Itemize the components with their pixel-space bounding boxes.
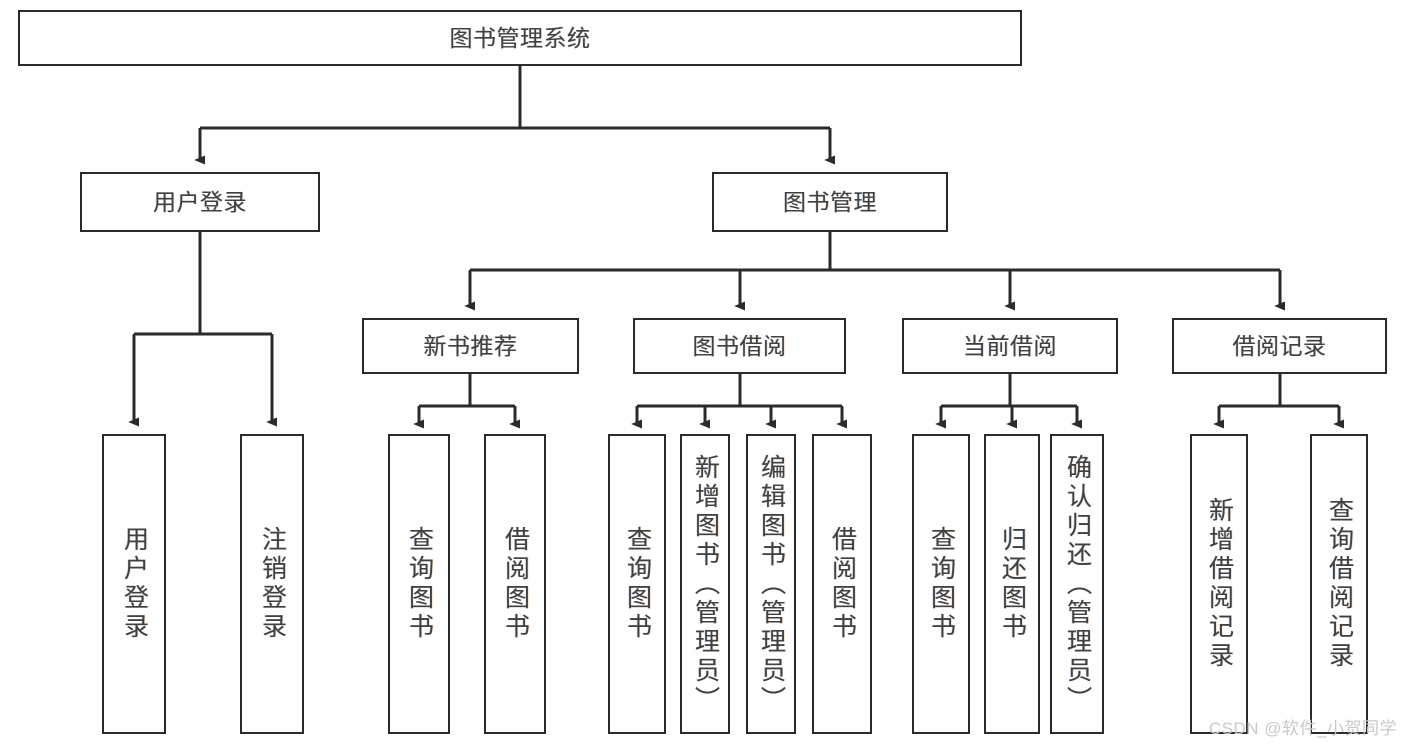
node-edit-book-admin[interactable]: 编辑图书（管理员） [746,434,796,734]
node-query-book-3[interactable]: 查询图书 [912,434,970,734]
node-borrow-book-1-label: 借阅图书 [501,526,530,642]
node-return-book-label: 归还图书 [998,526,1027,642]
node-return-book[interactable]: 归还图书 [984,434,1040,734]
node-query-book-3-label: 查询图书 [927,526,956,642]
node-query-borrow-record-label: 查询借阅记录 [1325,497,1354,671]
node-edit-book-admin-label: 编辑图书（管理员） [757,453,786,715]
node-current-borrow[interactable]: 当前借阅 [902,318,1118,374]
node-book-borrow-label: 图书借阅 [692,332,787,359]
node-logout-leaf[interactable]: 注销登录 [240,434,304,734]
node-confirm-return-admin[interactable]: 确认归还（管理员） [1050,434,1104,734]
node-user-login-label: 用户登录 [153,188,247,215]
node-new-book-recommend[interactable]: 新书推荐 [362,318,579,374]
node-root-label: 图书管理系统 [449,24,591,51]
node-current-borrow-label: 当前借阅 [963,332,1057,359]
node-book-manage[interactable]: 图书管理 [712,172,948,232]
node-add-book-admin[interactable]: 新增图书（管理员） [680,434,730,734]
node-query-book-1-label: 查询图书 [405,526,434,642]
node-book-manage-label: 图书管理 [783,188,877,215]
node-confirm-return-admin-label: 确认归还（管理员） [1063,453,1092,715]
node-user-login[interactable]: 用户登录 [80,172,320,232]
node-borrow-book-2-label: 借阅图书 [828,526,857,642]
node-borrow-record-label: 借阅记录 [1232,332,1327,359]
node-query-book-1[interactable]: 查询图书 [388,434,450,734]
node-user-login-leaf-label: 用户登录 [120,526,149,642]
node-add-book-admin-label: 新增图书（管理员） [691,453,720,715]
node-user-login-leaf[interactable]: 用户登录 [102,434,166,734]
node-query-book-2[interactable]: 查询图书 [608,434,666,734]
node-root[interactable]: 图书管理系统 [18,10,1022,66]
node-new-book-recommend-label: 新书推荐 [423,332,518,359]
node-borrow-record[interactable]: 借阅记录 [1172,318,1387,374]
watermark: CSDN @软件_小贺同学 [1208,719,1397,738]
node-borrow-book-2[interactable]: 借阅图书 [812,434,872,734]
node-book-borrow[interactable]: 图书借阅 [633,318,846,374]
node-borrow-book-1[interactable]: 借阅图书 [484,434,546,734]
node-add-borrow-record[interactable]: 新增借阅记录 [1190,434,1248,734]
node-query-borrow-record[interactable]: 查询借阅记录 [1310,434,1368,734]
node-logout-leaf-label: 注销登录 [258,526,287,642]
node-add-borrow-record-label: 新增借阅记录 [1205,497,1234,671]
node-query-book-2-label: 查询图书 [623,526,652,642]
